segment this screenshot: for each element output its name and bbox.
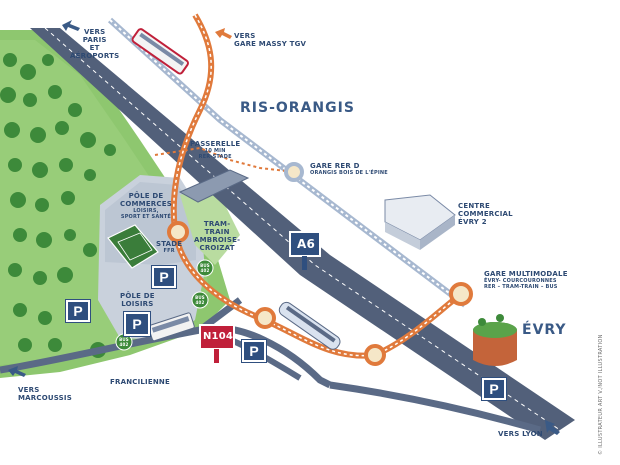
label-marcoussis-line2: MARCOUSSIS bbox=[18, 394, 72, 402]
label-tram-train: TRAM- TRAIN AMBROISE- CROIZAT bbox=[194, 220, 240, 252]
station-markers[interactable] bbox=[167, 162, 473, 366]
label-passerelle-line3: RER-STADE bbox=[198, 154, 232, 160]
label-pole-loisirs: PÔLE DE LOISIRS bbox=[120, 292, 155, 308]
bus-badge-3-label: BUS bbox=[119, 337, 129, 342]
parking-sign-3[interactable]: P bbox=[124, 312, 150, 336]
station-multimodale bbox=[449, 282, 473, 306]
label-centre-line2: COMMERCIAL bbox=[458, 210, 513, 218]
label-stade-line2: FFR bbox=[163, 248, 175, 254]
label-tram-line4: CROIZAT bbox=[199, 244, 235, 252]
label-multimodale-line2: ÉVRY- COURCOURONNES bbox=[484, 278, 557, 284]
station-south bbox=[364, 344, 386, 366]
label-passerelle-line2: 10 MIN bbox=[204, 148, 226, 154]
parking-sign-1[interactable]: P bbox=[152, 266, 176, 288]
label-gare-multimodale: GARE MULTIMODALE ÉVRY- COURCOURONNES RER… bbox=[484, 270, 568, 290]
centre-commercial-building bbox=[384, 194, 456, 250]
bus-badge-1: BUS 402 bbox=[197, 263, 213, 273]
n104-sign bbox=[199, 324, 235, 363]
label-ris-orangis: RIS-ORANGIS bbox=[240, 100, 355, 116]
bus-badge-1-label: BUS bbox=[200, 263, 210, 268]
parking-sign-2[interactable]: P bbox=[66, 300, 90, 322]
label-pole-commerces: PÔLE DE COMMERCES LOISIRS, SPORT ET SANT… bbox=[120, 192, 172, 220]
bus-badge-3-number: 402 bbox=[119, 342, 129, 347]
label-centre-line1: CENTRE bbox=[458, 202, 490, 210]
label-lyon: VERS LYON bbox=[498, 430, 543, 438]
bus-badge-3: BUS 402 bbox=[116, 337, 132, 347]
label-centre-commercial: CENTRE COMMERCIAL ÉVRY 2 bbox=[458, 202, 513, 226]
label-marcoussis-line1: VERS bbox=[18, 386, 40, 394]
label-pole-commerces-line3: LOISIRS, bbox=[133, 208, 159, 214]
label-passerelle: PASSERELLE 10 MIN RER-STADE bbox=[190, 140, 240, 160]
label-gare-rer: GARE RER D ORANGIS BOIS DE L'ÉPINE bbox=[310, 162, 388, 176]
label-multimodale-line3: RER – TRAM-TRAIN – BUS bbox=[484, 284, 558, 290]
train-top bbox=[131, 28, 189, 75]
label-paris-line3: ET bbox=[89, 44, 100, 52]
label-francilienne: FRANCILIENNE bbox=[110, 378, 170, 386]
label-evry: ÉVRY bbox=[522, 322, 567, 338]
parking-sign-4[interactable]: P bbox=[242, 340, 266, 362]
passerelle-bridge bbox=[178, 169, 250, 203]
trees bbox=[0, 53, 146, 358]
station-rer-d bbox=[284, 162, 304, 182]
label-pole-commerces-line2: COMMERCES bbox=[120, 200, 172, 208]
bus-vehicle bbox=[148, 312, 195, 342]
label-centre-line3: ÉVRY 2 bbox=[458, 218, 487, 226]
label-tram-line3: AMBROISE- bbox=[194, 236, 241, 244]
bus-badge-2-number: 402 bbox=[195, 300, 205, 305]
station-center bbox=[254, 307, 276, 329]
stadium-field bbox=[107, 224, 159, 269]
bus-badge-2-label: BUS bbox=[195, 295, 205, 300]
bus-badge-2: BUS 402 bbox=[192, 295, 208, 305]
n104-sign-text: N104 bbox=[202, 331, 234, 342]
illustration-credit: © ILLUSTRATEUR ART V./NOT ILLUSTRATION bbox=[598, 334, 604, 455]
label-marcoussis: VERS MARCOUSSIS bbox=[18, 386, 72, 402]
label-pole-commerces-line1: PÔLE DE bbox=[128, 192, 164, 200]
evry-building bbox=[473, 314, 517, 366]
station-tram-train bbox=[167, 221, 189, 243]
tram-train-vehicle bbox=[278, 301, 341, 350]
a6-sign-text: A6 bbox=[296, 237, 316, 251]
bus-stop-badges[interactable] bbox=[115, 259, 214, 351]
label-stade: STADE FFR bbox=[156, 240, 182, 254]
direction-arrows bbox=[8, 20, 560, 435]
bus-badge-1-number: 402 bbox=[200, 268, 210, 273]
label-massy: VERS GARE MASSY TGV bbox=[234, 32, 306, 48]
parking-sign-5[interactable]: P bbox=[482, 378, 506, 400]
label-paris-line2: PARIS bbox=[82, 36, 107, 44]
label-passerelle-line1: PASSERELLE bbox=[190, 140, 241, 148]
label-stade-line1: STADE bbox=[156, 240, 183, 248]
label-tram-line2: TRAIN bbox=[204, 228, 230, 236]
label-paris: VERS PARIS ET AÉROPORTS bbox=[70, 28, 119, 60]
label-gare-rer-line2: ORANGIS BOIS DE L'ÉPINE bbox=[310, 170, 388, 176]
label-tram-line1: TRAM- bbox=[203, 220, 231, 228]
label-gare-rer-line1: GARE RER D bbox=[310, 162, 360, 170]
a6-sign bbox=[289, 231, 321, 270]
label-paris-line4: AÉROPORTS bbox=[70, 52, 120, 60]
label-massy-line1: VERS bbox=[234, 32, 256, 40]
label-pole-loisirs-line2: LOISIRS bbox=[121, 300, 154, 308]
label-paris-line1: VERS bbox=[83, 28, 106, 36]
label-multimodale-line1: GARE MULTIMODALE bbox=[484, 270, 568, 278]
label-pole-loisirs-line1: PÔLE DE bbox=[120, 292, 155, 300]
label-massy-line2: GARE MASSY TGV bbox=[234, 40, 307, 48]
label-pole-commerces-line4: SPORT ET SANTÉ bbox=[120, 214, 172, 220]
